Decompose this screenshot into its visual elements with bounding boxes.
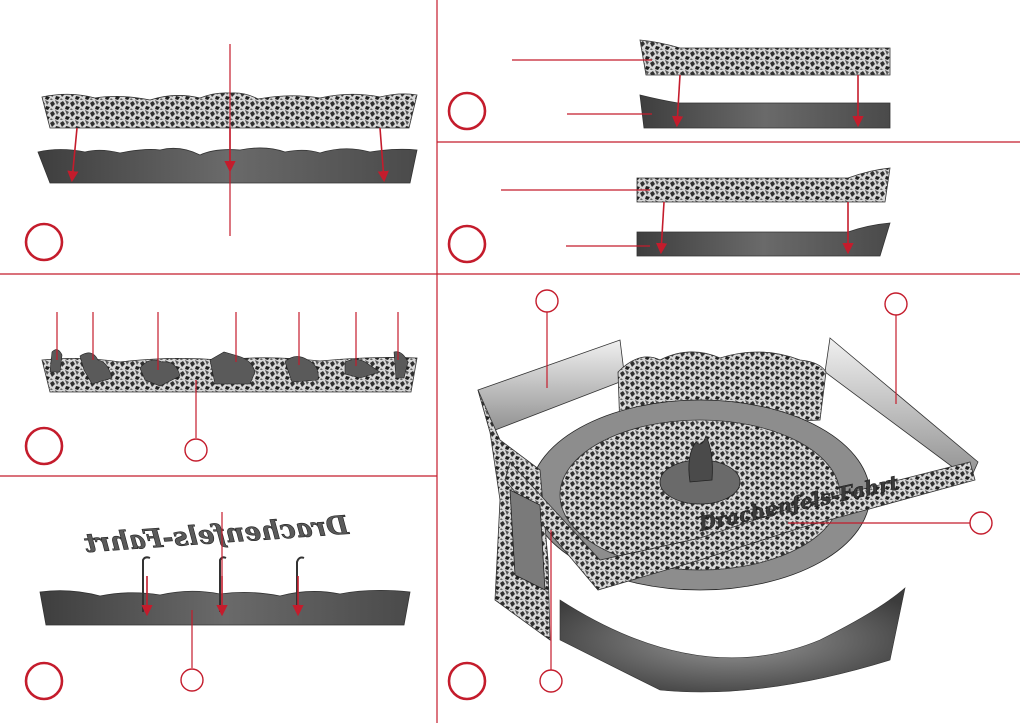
step-middle-left: [26, 312, 417, 464]
side-wall-reference-circle: [885, 293, 907, 315]
step-top-right-lower: [449, 168, 890, 262]
step-bottom-left-marker: [26, 663, 62, 699]
step-bottom-right-marker: [449, 663, 485, 699]
ride-sign-text: Drachenfels-Fahrt: [83, 511, 350, 559]
step-top-right-lower-marker: [449, 226, 485, 262]
ride-base-floor: [560, 588, 905, 692]
step-top-left: [26, 44, 417, 260]
ride-sign: Drachenfels-Fahrt: [83, 511, 350, 559]
side-wall-rock-panel: [637, 168, 890, 202]
side-wall-backing-panel: [637, 223, 890, 256]
step-middle-left-marker: [26, 428, 62, 464]
step-top-right-upper-marker: [449, 93, 485, 129]
step-top-left-marker: [26, 224, 62, 260]
base-reference-circle: [181, 669, 203, 691]
panel-reference-circle: [185, 439, 207, 461]
side-wall-rock-panel: [640, 40, 890, 75]
rear-wall-reference-circle: [536, 290, 558, 312]
ticket-booth: [510, 490, 545, 590]
sign-bar-reference-circle: [970, 512, 992, 534]
figure-cutout-4: [210, 352, 255, 384]
front-rock-wall-reference-circle: [540, 670, 562, 692]
front-wall-backing-panel: [38, 148, 417, 183]
step-bottom-left: Drachenfels-Fahrt: [26, 511, 410, 699]
figure-cutout-1: [50, 350, 62, 372]
step-bottom-right: Drachenfels-Fahrt: [449, 290, 992, 699]
assembled-ride-illustration: Drachenfels-Fahrt: [478, 338, 978, 692]
step-top-right-upper: [449, 40, 890, 129]
sign-base-panel: [40, 590, 410, 625]
